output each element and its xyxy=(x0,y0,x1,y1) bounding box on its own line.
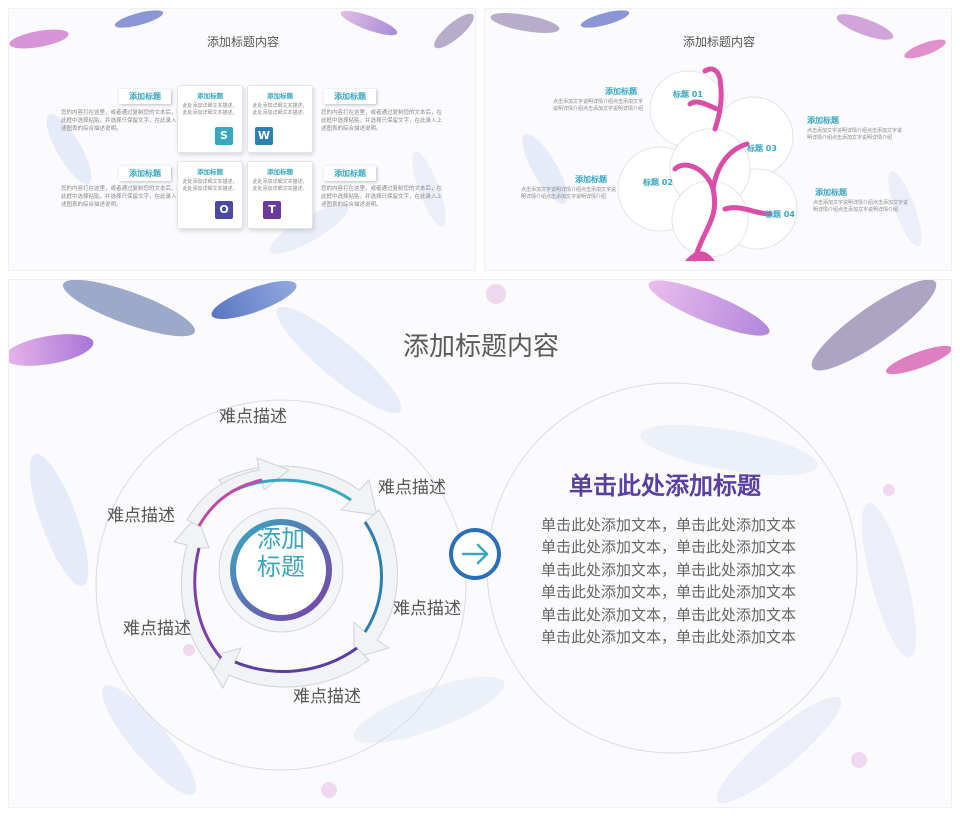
node-label: 标题 03 xyxy=(747,144,777,153)
card-title: 添加标题 xyxy=(197,168,223,176)
feather xyxy=(648,280,770,336)
slide-title: 添加标题内容 xyxy=(682,35,755,49)
center-ring xyxy=(230,519,332,621)
center-label-line1: 添加 xyxy=(257,525,305,553)
difficulty-label: 难点描述 xyxy=(123,619,191,639)
slide-title: 添加标题内容 xyxy=(402,332,559,362)
side-title: 添加标题 xyxy=(807,116,839,125)
tree-slide: 添加标题内容 标题 01 标题 02 标题 03 标题 04 添加标题 点击添加… xyxy=(484,8,952,271)
difficulty-label: 难点描述 xyxy=(107,506,175,526)
feather xyxy=(211,280,297,320)
side-label: 添加标题 xyxy=(119,89,171,104)
feather-background xyxy=(9,10,474,254)
right-heading: 单击此处添加标题 xyxy=(569,472,761,500)
text-line: 单击此处添加文本，单击此处添加文本 xyxy=(541,561,797,579)
side-title: 添加标题 xyxy=(815,188,847,197)
card-text: 此处添加详细文本描述，此处添加详细文本描述。 xyxy=(182,103,238,116)
side-text: 点击添加文字说明详情介绍点击添加文字说明详情介绍点击添加文字说明详情介绍 xyxy=(813,200,909,213)
letter-t: T xyxy=(263,201,281,219)
feather xyxy=(811,280,937,371)
letter-w: W xyxy=(255,127,273,145)
node-label: 标题 01 xyxy=(673,90,703,99)
letter-s: S xyxy=(215,127,233,145)
side-text: 您的内容打在这里，或者通过复制您的文本后，在此框中选择粘贴，并选择只保留文字，在… xyxy=(321,186,443,208)
text-line: 单击此处添加文本，单击此处添加文本 xyxy=(541,628,797,646)
card-title: 添加标题 xyxy=(197,92,223,100)
card-title: 添加标题 xyxy=(267,168,293,176)
difficulty-label: 难点描述 xyxy=(393,599,461,619)
side-title: 添加标题 xyxy=(605,87,637,96)
side-text: 点击添加文字说明详情介绍点击添加文字说明详情介绍点击添加文字说明详情介绍 xyxy=(553,99,644,112)
feather xyxy=(885,345,951,375)
center-label-line2: 标题 xyxy=(257,553,305,581)
feather-background xyxy=(490,10,946,262)
side-text: 点击添加文字说明详情介绍点击添加文字说明详情介绍点击添加文字说明详情介绍 xyxy=(521,187,617,200)
side-text: 您的内容打在这里，或者通过复制您的文本后，在此框中选择粘贴，并选择只保留文字，在… xyxy=(61,186,183,208)
difficulty-label: 难点描述 xyxy=(219,407,287,427)
slide-title: 添加标题内容 xyxy=(206,35,279,49)
card-text: 此处添加详细文本描述，此处添加详细文本描述。 xyxy=(182,179,238,192)
swot-card-o: 添加标题 此处添加详细文本描述，此处添加详细文本描述。 xyxy=(177,161,243,229)
node-label: 标题 04 xyxy=(765,210,795,219)
side-label: 添加标题 xyxy=(324,89,376,104)
node-label: 标题 02 xyxy=(643,178,673,187)
side-title: 添加标题 xyxy=(575,175,607,184)
side-text: 您的内容打在这里，或者通过复制您的文本后，在此框中选择粘贴，并选择只保留文字，在… xyxy=(61,110,183,132)
feather xyxy=(9,334,94,366)
swirl-diagram xyxy=(173,457,398,690)
card-text: 此处添加详细文本描述，此处添加详细文本描述。 xyxy=(252,179,308,192)
side-label: 添加标题 xyxy=(119,166,171,181)
swot-card-s: 添加标题 此处添加详细文本描述，此处添加详细文本描述。 xyxy=(177,85,243,153)
tree-trunk xyxy=(672,66,773,262)
side-text: 点击添加文字说明详情介绍点击添加文字说明详情介绍点击添加文字说明详情介绍 xyxy=(807,128,903,141)
main-slide: 添加标题内容 添加 标题 难点描述 难点描述 难点描述 难点描述 难点描述 难点… xyxy=(8,279,952,808)
card-title: 添加标题 xyxy=(267,92,293,100)
side-label: 添加标题 xyxy=(324,166,376,181)
feather xyxy=(62,280,196,337)
text-line: 单击此处添加文本，单击此处添加文本 xyxy=(541,606,797,624)
swot-card-t: 添加标题 此处添加详细文本描述，此处添加详细文本描述。 xyxy=(247,161,313,229)
difficulty-label: 难点描述 xyxy=(378,478,446,498)
feather-background xyxy=(9,280,951,804)
card-text: 此处添加详细文本描述，此处添加详细文本描述。 xyxy=(252,103,308,116)
center-label: 添加 标题 xyxy=(231,525,331,581)
difficulty-label: 难点描述 xyxy=(293,687,361,707)
left-circle xyxy=(95,399,467,771)
text-line: 单击此处添加文本，单击此处添加文本 xyxy=(541,516,797,534)
swot-slide: 添加标题内容 添加标题 您的内容打在这里，或者通过复制您的文本后，在此框中选择粘… xyxy=(8,8,476,271)
side-text: 您的内容打在这里，或者通过复制您的文本后，在此框中选择粘贴，并选择只保留文字，在… xyxy=(321,110,443,132)
letter-o: O xyxy=(215,201,233,219)
text-line: 单击此处添加文本，单击此处添加文本 xyxy=(541,538,797,556)
text-line: 单击此处添加文本，单击此处添加文本 xyxy=(541,583,797,601)
